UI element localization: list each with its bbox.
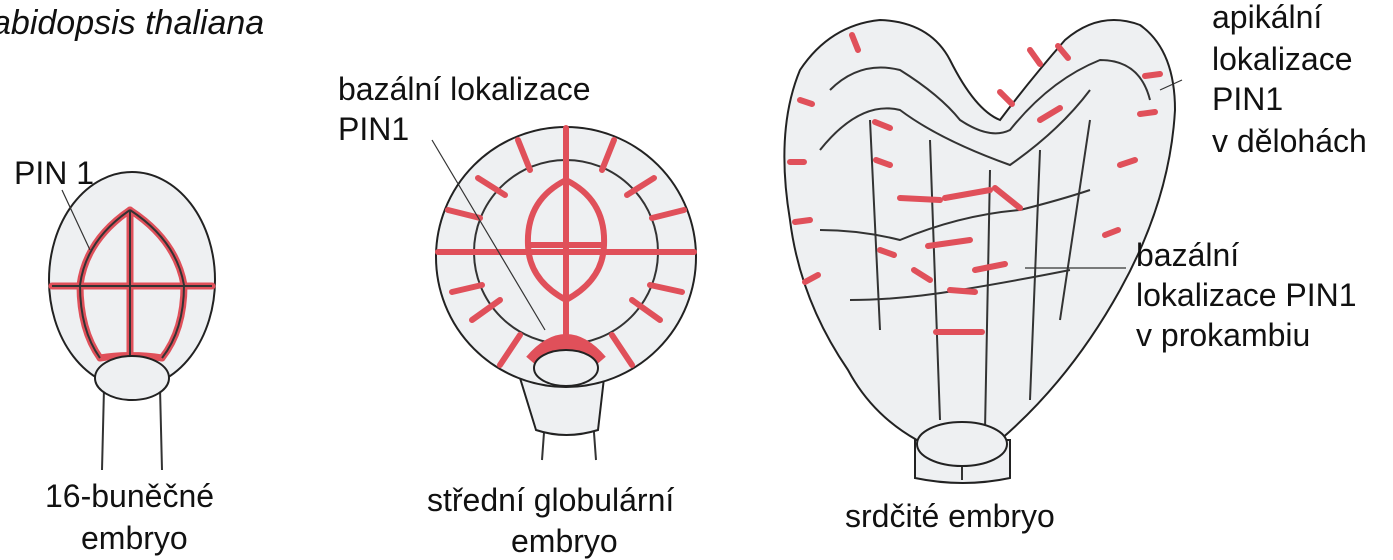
label-apical-line2: lokalizace xyxy=(1212,41,1353,77)
embryo-globular xyxy=(432,127,696,460)
label-apical-line3: PIN1 xyxy=(1212,81,1283,117)
caption-16-cell-line2: embryo xyxy=(81,520,188,556)
hypophysis-3 xyxy=(917,422,1007,466)
embryo-16-cell xyxy=(49,172,215,470)
diagram-title: abidopsis thaliana xyxy=(0,4,264,42)
label-basal-line2: PIN1 xyxy=(338,111,409,147)
hypophysis-2 xyxy=(534,350,598,386)
hypophysis-1 xyxy=(95,356,169,400)
label-basal3-line1: bazální xyxy=(1136,237,1239,273)
label-basal3-line2: lokalizace PIN1 xyxy=(1136,277,1357,313)
label-apical-line4: v dělohách xyxy=(1212,123,1367,159)
caption-globular-line1: střední globulární xyxy=(427,482,674,518)
embryo-heart xyxy=(784,20,1182,483)
label-basal3-line3: v prokambiu xyxy=(1136,317,1310,353)
label-basal-line1: bazální lokalizace xyxy=(338,71,591,107)
caption-16-cell-line1: 16-buněčné xyxy=(45,478,214,514)
embryo-proper-3 xyxy=(784,20,1175,456)
caption-heart: srdčité embryo xyxy=(845,498,1055,534)
label-pin1: PIN 1 xyxy=(14,155,94,191)
caption-globular-line2: embryo xyxy=(511,523,618,559)
label-apical-line1: apikální xyxy=(1212,0,1322,35)
